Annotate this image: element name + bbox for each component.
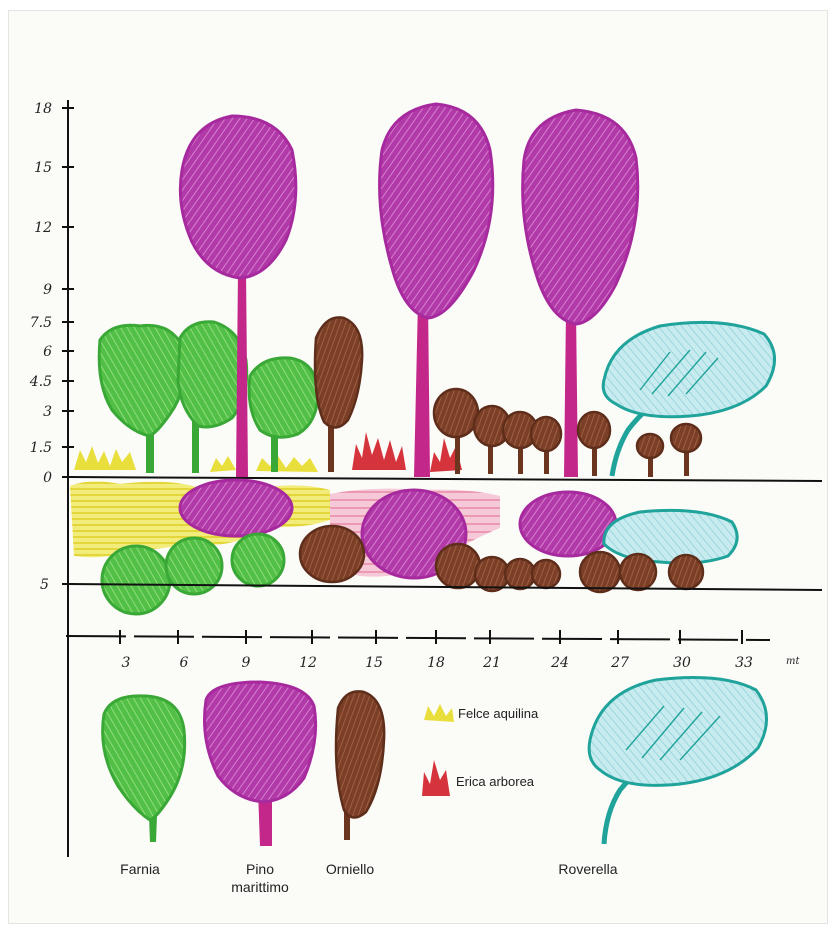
legend-roverella-icon <box>589 678 766 844</box>
farnia-crown-plan <box>102 546 170 614</box>
x-tick-label: 3 <box>122 655 131 671</box>
pino-crown-plan <box>520 492 616 556</box>
pino-crown-plan <box>180 480 292 536</box>
x-tick-label: 24 <box>550 655 569 671</box>
orniello-crown-plan <box>580 552 620 592</box>
x-tick-label: 9 <box>242 655 251 671</box>
orniello-crown-plan <box>620 554 656 590</box>
x-axis-unit: mt <box>786 656 800 667</box>
x-tick-label: 33 <box>735 655 753 671</box>
x-tick-label: 27 <box>610 655 629 671</box>
horizontal-axis <box>66 636 770 640</box>
species-label-pino-line2: marittimo <box>231 879 289 895</box>
legend-pino-icon <box>205 682 316 846</box>
ground-line <box>68 477 822 481</box>
crown-projection-plan: 5 <box>40 480 822 614</box>
legend-orniello-icon <box>336 691 384 840</box>
y-tick-label: 4.5 <box>29 374 52 390</box>
erica-shrubs <box>352 432 462 472</box>
legend-erica-label: Erica arborea <box>456 774 535 789</box>
orniello-crown-plan <box>300 526 364 582</box>
x-tick-label: 21 <box>482 655 501 671</box>
y-tick-label: 1.5 <box>30 440 52 456</box>
y-tick-label: 12 <box>34 220 52 236</box>
x-tick-label: 6 <box>180 655 189 671</box>
y-tick-label: 7.5 <box>30 315 52 331</box>
legend-farnia-icon <box>103 696 185 842</box>
species-label-farnia: Farnia <box>120 861 160 877</box>
y-tick-label: 15 <box>34 160 52 176</box>
roverella-crown-plan <box>604 510 737 563</box>
orniello-crown-plan <box>532 560 560 588</box>
x-tick-label: 12 <box>299 655 317 671</box>
species-label-orniello: Orniello <box>326 861 374 877</box>
pino-trees <box>180 104 637 477</box>
farnia-trees <box>99 322 318 473</box>
legend-felce-label: Felce aquilina <box>458 706 539 721</box>
orniello-crown-plan <box>669 555 703 589</box>
legend: Felce aquilina Erica arborea Farnia Pino… <box>103 678 767 895</box>
legend-felce-icon <box>424 704 454 722</box>
species-label-pino-line1: Pino <box>246 861 274 877</box>
y-tick-label: 9 <box>43 282 52 298</box>
plan-depth-label: 5 <box>40 577 49 593</box>
farnia-crown-plan <box>232 534 284 586</box>
legend-erica-icon <box>422 760 450 796</box>
species-label-roverella: Roverella <box>558 861 617 877</box>
orniello-crown-plan <box>436 544 480 588</box>
y-tick-label: 6 <box>43 344 52 360</box>
y-tick-label: 0 <box>43 470 52 486</box>
distance-axis: 3 6 9 12 15 18 21 24 27 30 33 mt <box>66 630 800 671</box>
x-tick-label: 15 <box>365 655 383 671</box>
y-tick-label: 3 <box>43 404 52 420</box>
y-tick-label: 18 <box>34 101 52 117</box>
x-tick-label: 18 <box>427 655 445 671</box>
orniello-crown-plan <box>505 559 535 589</box>
x-tick-label: 30 <box>673 655 691 671</box>
